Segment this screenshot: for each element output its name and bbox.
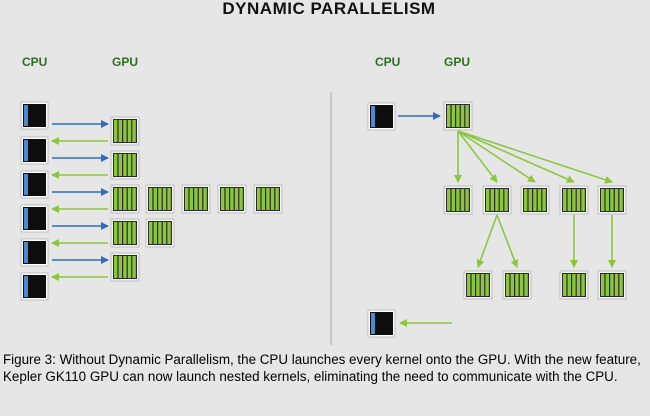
grandchild-gpu-kernel-icon [463, 270, 493, 300]
grandchild-gpu-kernel-icon [597, 270, 627, 300]
child-gpu-kernel-icon [482, 185, 512, 215]
nested-launch-arrow [496, 214, 519, 268]
left-gpu-kernel-icon [181, 184, 211, 214]
nested-launch-arrow [457, 130, 536, 183]
left-gpu-kernel-icon [110, 150, 140, 180]
left-gpu-kernel-icon [110, 184, 140, 214]
left-gpu-label: GPU [112, 55, 138, 69]
left-cpu-icon [20, 238, 49, 267]
left-gpu-kernel-icon [253, 184, 283, 214]
grandchild-gpu-kernel-icon [559, 270, 589, 300]
left-cpu-icon [20, 272, 49, 301]
child-gpu-kernel-icon [597, 185, 627, 215]
left-cpu-icon [20, 204, 49, 233]
parent-gpu-kernel-icon [443, 101, 473, 131]
nested-launch-arrow [457, 130, 613, 184]
child-gpu-kernel-icon [559, 185, 589, 215]
figure-title: DYNAMIC PARALLELISM [222, 0, 435, 18]
figure-caption: Figure 3: Without Dynamic Parallelism, t… [3, 352, 641, 384]
child-gpu-kernel-icon [520, 185, 550, 215]
left-gpu-kernel-icon [110, 252, 140, 282]
left-gpu-kernel-icon [145, 218, 175, 248]
nested-launch-arrow [457, 130, 498, 183]
right-return-cpu-icon [367, 309, 396, 338]
right-cpu-icon [367, 102, 396, 131]
child-gpu-kernel-icon [443, 185, 473, 215]
right-cpu-label: CPU [375, 55, 400, 69]
grandchild-gpu-kernel-icon [502, 270, 532, 300]
nested-launch-arrow [476, 214, 498, 268]
left-gpu-kernel-icon [110, 116, 140, 146]
left-cpu-icon [20, 136, 49, 165]
left-cpu-label: CPU [22, 55, 47, 69]
right-panel-with-dynamic-parallelism [367, 101, 627, 338]
left-gpu-kernel-icon [145, 184, 175, 214]
left-gpu-kernel-icon [110, 218, 140, 248]
left-cpu-icon [20, 170, 49, 199]
nested-launch-arrow [457, 130, 575, 183]
left-gpu-kernel-icon [217, 184, 247, 214]
left-panel-without-dynamic-parallelism [20, 101, 283, 301]
right-gpu-label: GPU [444, 55, 470, 69]
left-cpu-icon [20, 101, 49, 130]
